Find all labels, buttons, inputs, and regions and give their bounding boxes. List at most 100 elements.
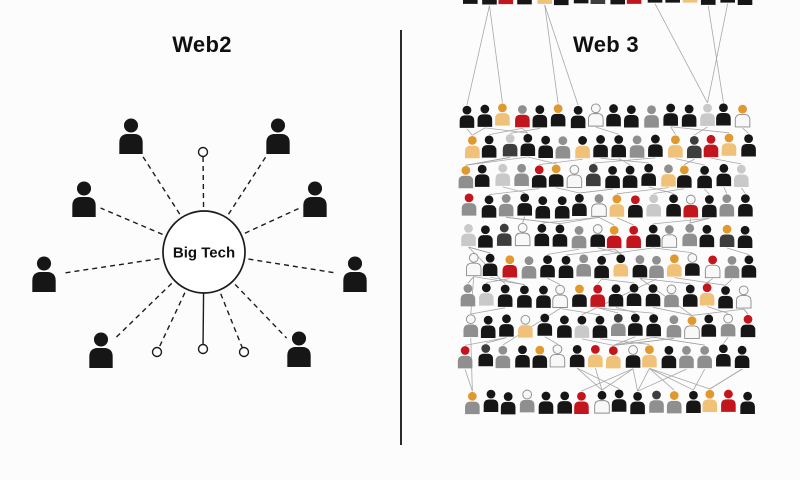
network-edge (654, 3, 708, 104)
person-icon (666, 194, 681, 217)
person-icon (646, 314, 661, 337)
person-icon (495, 163, 511, 186)
network-edge (465, 156, 528, 166)
person-icon (480, 315, 496, 338)
network-edge (597, 278, 602, 285)
person-icon (646, 194, 661, 217)
network-edge (613, 338, 674, 346)
network-edge (694, 126, 708, 136)
empty-node (197, 146, 209, 158)
person-icon (481, 135, 497, 158)
person-icon (697, 165, 712, 189)
person-icon (514, 222, 531, 247)
network-edge (637, 368, 650, 392)
network-edge (725, 278, 733, 286)
network-edge (615, 307, 636, 314)
person-icon (594, 390, 610, 414)
person-icon (588, 344, 603, 368)
person-icon (557, 391, 573, 414)
network-edge (613, 336, 636, 346)
network-edge (599, 338, 650, 345)
person-icon (498, 0, 514, 5)
person-icon (590, 284, 606, 307)
network-edge (579, 188, 613, 194)
person-icon (611, 135, 627, 158)
person-icon (477, 104, 493, 127)
person-icon (649, 255, 664, 279)
person-icon (735, 285, 752, 309)
person-icon (32, 256, 56, 292)
person-icon (734, 164, 749, 187)
person-icon (463, 314, 479, 338)
person-icon (720, 313, 736, 337)
web2-title: Web2 (172, 32, 232, 57)
person-icon (460, 284, 476, 307)
network-edge (576, 367, 603, 391)
person-icon (574, 315, 590, 338)
network-edge (649, 368, 694, 391)
person-icon (682, 223, 698, 247)
person-icon (499, 314, 514, 337)
person-icon (481, 195, 497, 218)
network-edge (707, 3, 729, 103)
person-icon (626, 283, 642, 306)
person-icon (642, 345, 657, 368)
network-edge (597, 247, 621, 254)
network-edge (595, 126, 619, 135)
person-icon (716, 163, 732, 187)
network-edge (470, 307, 506, 315)
network-edge (502, 186, 525, 193)
person-icon (517, 285, 532, 308)
network-edge (653, 336, 705, 346)
person-icon (573, 0, 589, 4)
network-edge (616, 217, 634, 226)
person-icon (482, 0, 497, 5)
network-edge (740, 187, 746, 194)
person-icon (666, 315, 682, 338)
network-edge (613, 248, 621, 254)
person-icon (520, 133, 536, 157)
person-icon (459, 105, 475, 128)
empty-node (197, 343, 209, 355)
network-edge (539, 158, 583, 165)
network-edge (581, 368, 634, 392)
person-icon (622, 165, 638, 188)
person-icon (540, 255, 555, 278)
person-icon (663, 103, 678, 126)
person-icon (483, 389, 499, 412)
network-edge (706, 306, 729, 314)
person-icon (647, 0, 663, 3)
person-icon (741, 134, 756, 157)
person-icon (515, 105, 530, 128)
network-edge (710, 157, 742, 165)
network-edge (541, 216, 600, 224)
person-icon (461, 193, 477, 216)
person-icon (701, 314, 717, 337)
person-icon (593, 135, 608, 158)
empty-node (151, 346, 163, 358)
person-icon (119, 118, 143, 154)
person-icon (592, 315, 608, 338)
person-icon (343, 256, 367, 292)
person-icon (718, 286, 733, 309)
person-icon (496, 223, 512, 246)
person-icon (724, 255, 740, 279)
hub-link-line (61, 251, 205, 275)
person-icon (665, 0, 680, 3)
person-icon (532, 345, 548, 368)
network-edge (556, 187, 580, 194)
network-edge (653, 247, 693, 254)
person-icon (538, 135, 553, 158)
person-icon (644, 105, 659, 128)
network-edge (547, 278, 561, 285)
network-edge (544, 336, 558, 345)
network-edge (704, 188, 710, 195)
person-icon (720, 0, 735, 3)
person-icon (498, 194, 514, 217)
person-icon (514, 163, 529, 187)
network-edge (600, 157, 649, 164)
person-icon (497, 284, 513, 307)
network-edge (597, 307, 654, 314)
